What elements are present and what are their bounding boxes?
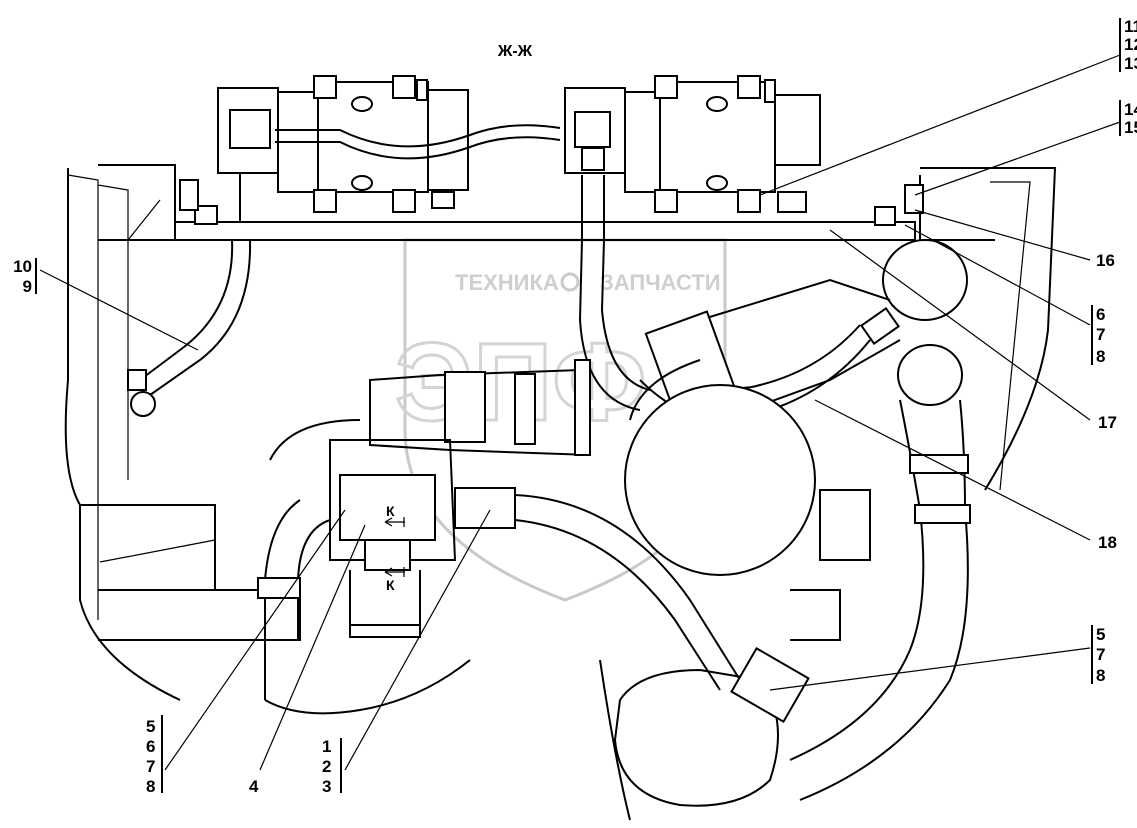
callout-9: 9 bbox=[23, 277, 32, 296]
callout-6: 6 bbox=[1096, 305, 1105, 324]
callout-5l: 5 bbox=[146, 717, 155, 736]
callout-13: 13 bbox=[1124, 54, 1137, 73]
callout-11: 11 bbox=[1124, 17, 1137, 36]
view-mark-k-upper: К bbox=[386, 503, 395, 519]
lower-motor bbox=[257, 359, 871, 821]
callout-14: 14 bbox=[1124, 100, 1137, 119]
right-cylinders bbox=[699, 239, 971, 801]
callout-5-8-left: 5 6 7 8 bbox=[146, 715, 163, 796]
right-motor-assembly bbox=[564, 75, 821, 411]
callout-1-3: 1 2 3 bbox=[322, 737, 342, 796]
callout-16: 16 bbox=[1096, 251, 1115, 270]
callout-5r: 5 bbox=[1096, 625, 1105, 644]
section-label: Ж-Ж bbox=[497, 43, 533, 60]
view-mark-k-lower: К bbox=[386, 577, 395, 593]
callout-8l: 8 bbox=[146, 777, 155, 796]
watermark-left-text: ТЕХНИКА bbox=[455, 270, 559, 295]
callout-3: 3 bbox=[322, 777, 331, 796]
callout-4: 4 bbox=[249, 777, 259, 796]
callout-2: 2 bbox=[322, 757, 331, 776]
left-frame bbox=[64, 164, 301, 701]
callout-12: 12 bbox=[1124, 35, 1137, 54]
mounting-bar bbox=[174, 179, 924, 241]
callout-7r: 7 bbox=[1096, 645, 1105, 664]
callout-11-13: 11 12 13 bbox=[1119, 17, 1137, 73]
callout-10-9: 10 9 bbox=[13, 257, 37, 296]
callout-8r: 8 bbox=[1096, 666, 1105, 685]
callout-7: 7 bbox=[1096, 325, 1105, 344]
callout-14-15: 14 15 bbox=[1119, 100, 1137, 137]
callout-8: 8 bbox=[1096, 347, 1105, 366]
gear-icon bbox=[560, 272, 580, 292]
callout-6-8-right: 6 7 8 bbox=[1091, 305, 1105, 366]
callout-1: 1 bbox=[322, 737, 331, 756]
callout-7l: 7 bbox=[146, 757, 155, 776]
callout-10: 10 bbox=[13, 257, 32, 276]
watermark-right-text: ЗАПЧАСТИ bbox=[600, 270, 721, 295]
right-frame bbox=[919, 167, 1057, 491]
leader-lines bbox=[39, 54, 1121, 771]
callout-17: 17 bbox=[1098, 413, 1117, 432]
callout-5-8-right: 5 7 8 bbox=[1091, 625, 1105, 685]
callout-15: 15 bbox=[1124, 118, 1137, 137]
callout-18: 18 bbox=[1098, 533, 1117, 552]
left-motor-assembly bbox=[127, 75, 561, 417]
callout-6l: 6 bbox=[146, 737, 155, 756]
view-mark-k: К К bbox=[384, 503, 405, 593]
